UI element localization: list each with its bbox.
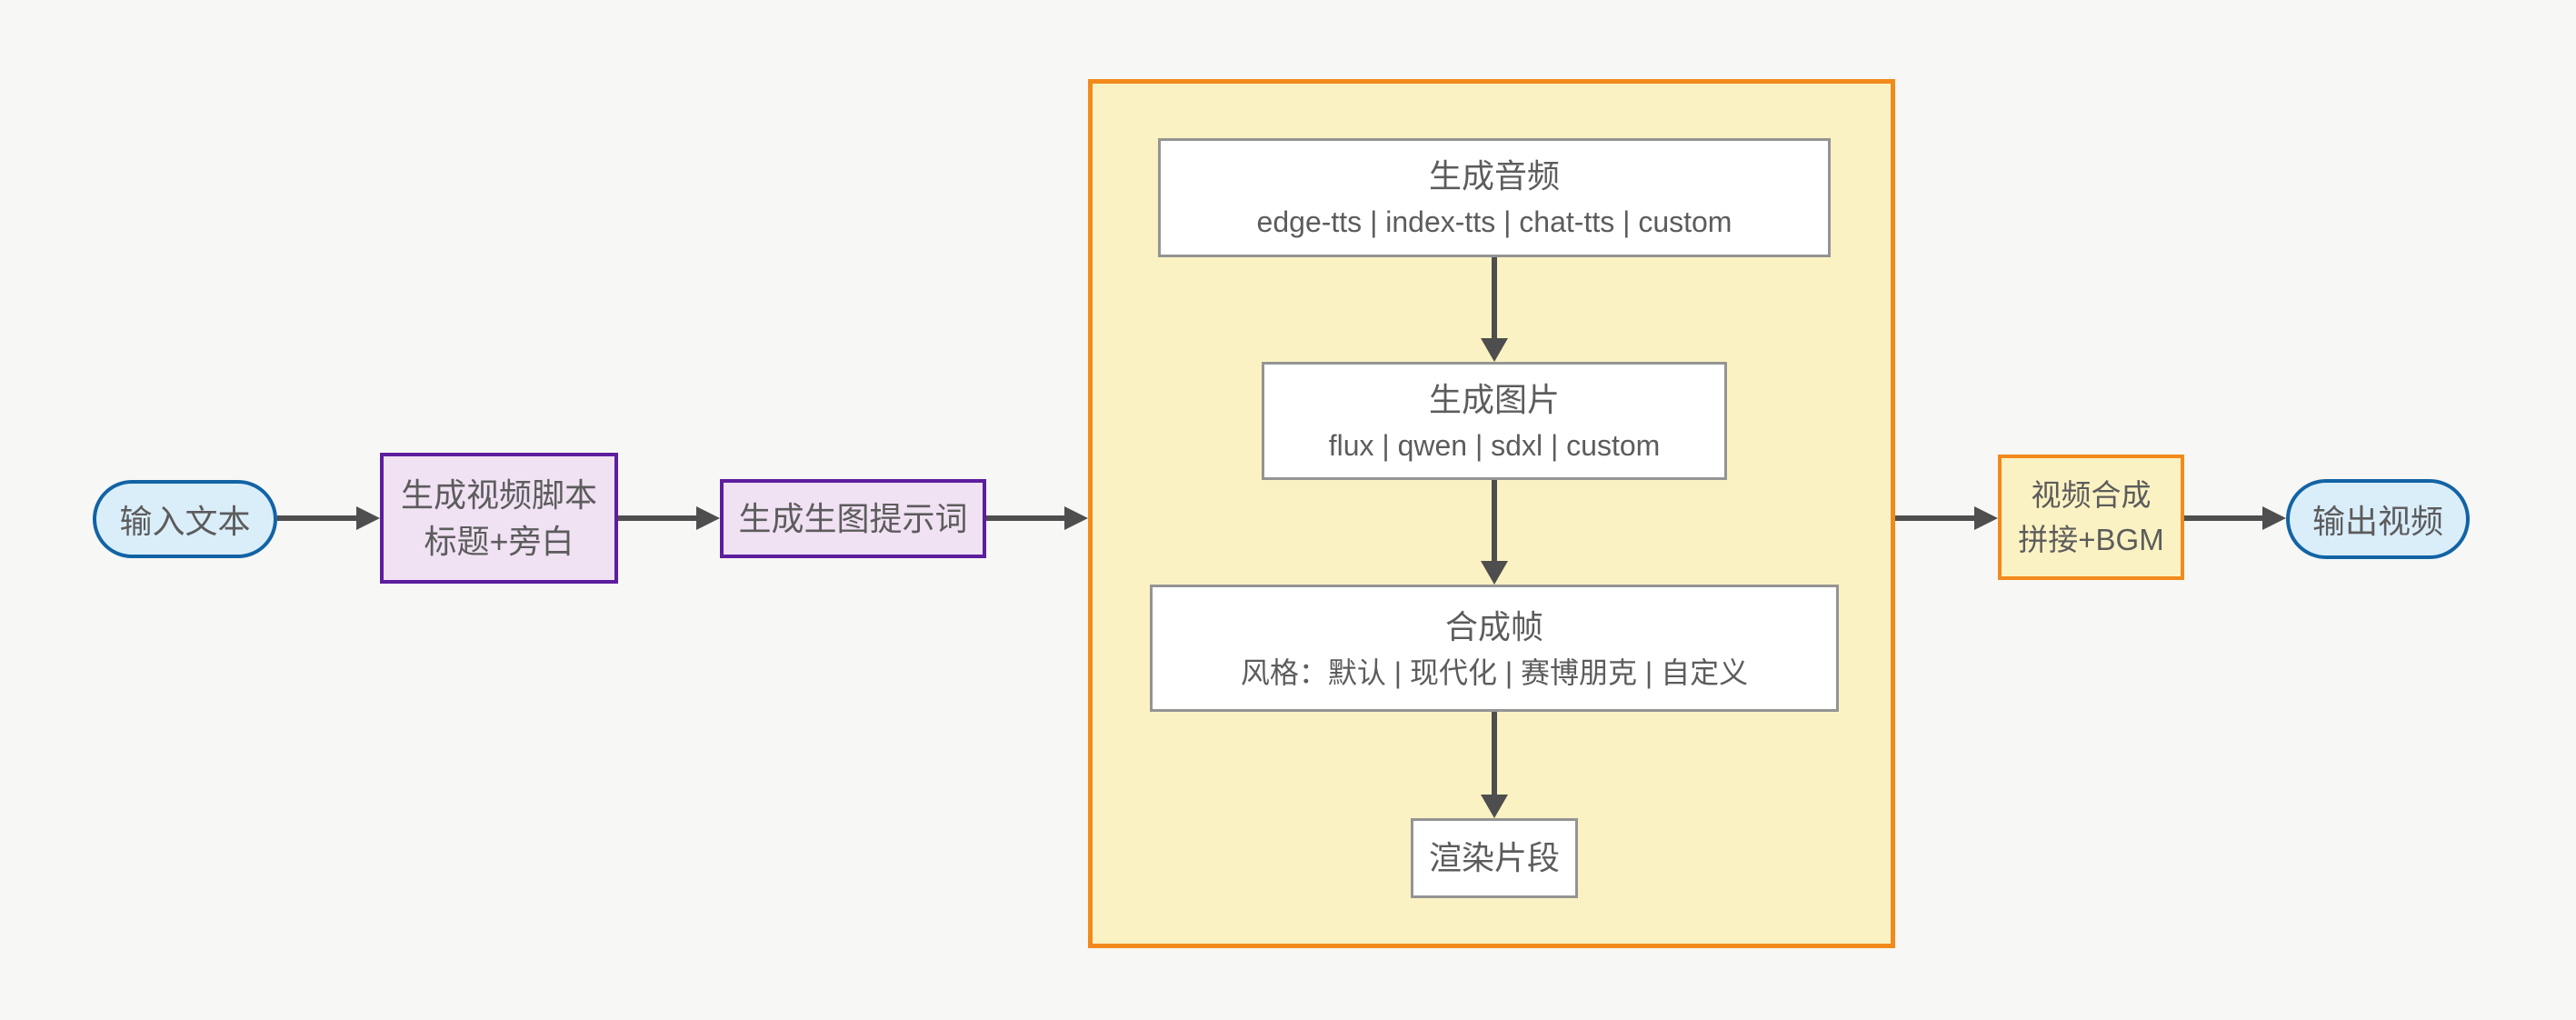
arrow-stem [1895,515,1976,521]
arrow-head-icon [1974,506,1998,530]
node-generate-audio-engines: edge-tts | index-tts | chat-tts | custom [1256,205,1732,239]
node-generate-image-title: 生成图片 [1428,380,1560,418]
arrow-stem [2184,515,2264,521]
arrow-head-icon [1481,561,1508,585]
node-input-text: 输入文本 [93,480,277,558]
node-compose-frame-title: 合成帧 [1444,607,1543,645]
node-render-clip: 渲染片段 [1411,818,1578,898]
node-video-compose-line1: 视频合成 [2031,477,2152,512]
arrow-head-icon [2262,506,2286,530]
node-input-text-label: 输入文本 [119,503,251,540]
arrow-head-icon [1481,338,1508,362]
arrow-stem [1492,257,1497,338]
group-scene-generation: 生成音频 edge-tts | index-tts | chat-tts | c… [1088,79,1895,948]
node-generate-script-line2: 标题+旁白 [424,523,574,560]
arrow-stem [1492,712,1497,795]
node-output-video-label: 输出视频 [2311,503,2443,540]
node-generate-audio: 生成音频 edge-tts | index-tts | chat-tts | c… [1158,138,1831,257]
node-generate-audio-title: 生成音频 [1428,157,1560,195]
arrow-stem [986,515,1066,521]
arrow-head-icon [356,506,380,530]
node-generate-script: 生成视频脚本 标题+旁白 [380,453,618,584]
node-generate-image-prompt-label: 生成生图提示词 [738,499,968,537]
node-compose-frame: 合成帧 风格：默认 | 现代化 | 赛博朋克 | 自定义 [1150,585,1839,712]
node-generate-image: 生成图片 flux | qwen | sdxl | custom [1262,362,1727,480]
node-compose-frame-styles: 风格：默认 | 现代化 | 赛博朋克 | 自定义 [1240,655,1749,689]
node-generate-image-models: flux | qwen | sdxl | custom [1328,428,1661,462]
arrow-stem [1492,480,1497,561]
arrow-head-icon [1064,506,1088,530]
arrow-head-icon [1481,795,1508,818]
arrow-head-icon [696,506,720,530]
node-generate-image-prompt: 生成生图提示词 [720,479,986,558]
node-video-compose: 视频合成 拼接+BGM [1998,455,2184,580]
node-video-compose-line2: 拼接+BGM [2018,523,2164,556]
node-render-clip-label: 渲染片段 [1428,839,1560,876]
node-output-video: 输出视频 [2286,479,2470,559]
arrow-stem [618,515,698,521]
node-generate-script-line1: 生成视频脚本 [400,475,597,514]
arrow-stem [277,515,358,521]
